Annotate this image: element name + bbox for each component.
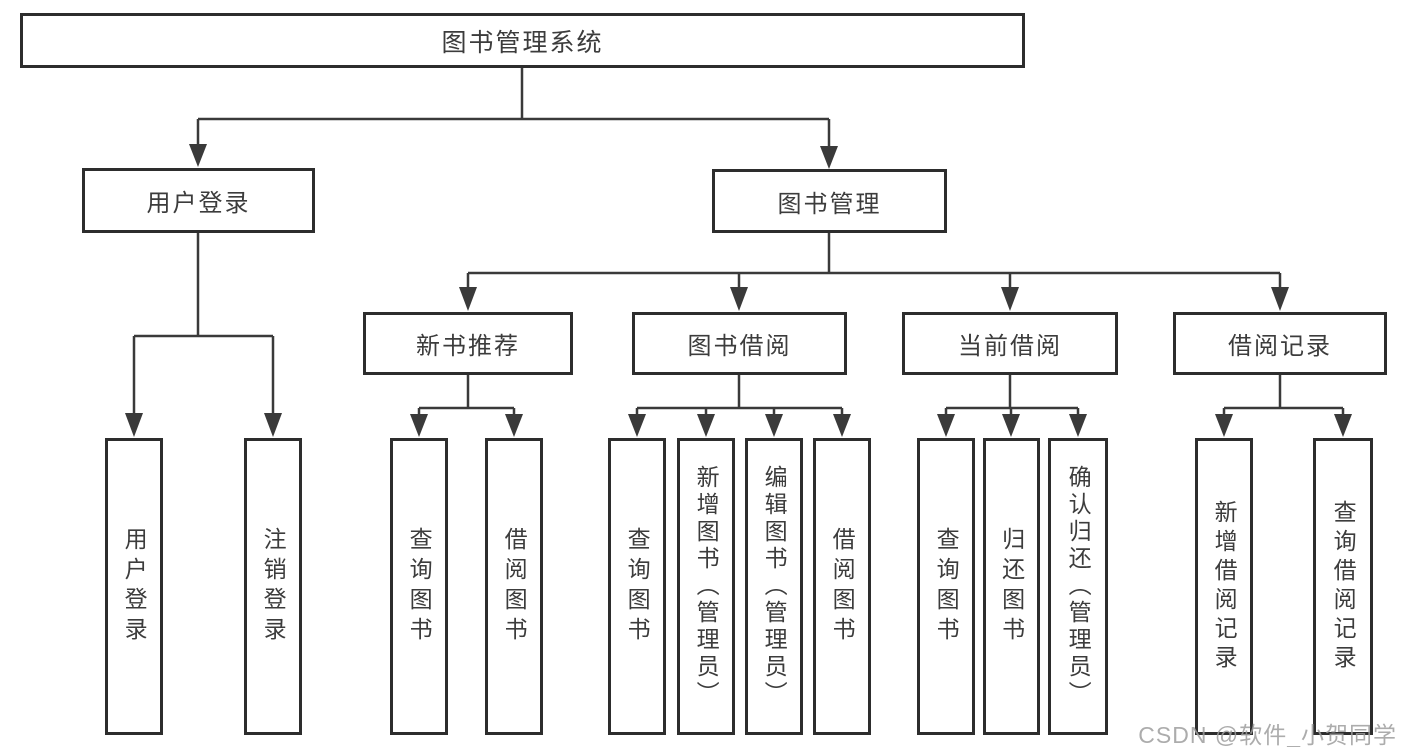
connector-root-to-level2 [196,68,831,147]
leaf-query-books-current-label: 查询图书 [933,526,960,647]
leaf-add-book-admin-label: 新增图书（管理员） [693,465,720,708]
leaf-edit-book-admin: 编辑图书（管理员） [745,438,803,735]
leaf-borrow-books-recommend: 借阅图书 [485,438,543,735]
node-root: 图书管理系统 [20,13,1025,68]
node-current-borrowing: 当前借阅 [902,312,1118,375]
leaf-query-books-current: 查询图书 [917,438,975,735]
node-borrowing-records-label: 借阅记录 [1228,333,1332,360]
connector-currentborrow-to-leaves [944,375,1080,415]
connector-bookborrow-to-leaves [635,375,844,415]
connector-borrowrecord-to-leaves [1222,375,1345,415]
leaf-query-borrow-record: 查询借阅记录 [1313,438,1373,735]
node-book-management: 图书管理 [712,169,947,233]
node-user-login-label: 用户登录 [146,190,251,217]
leaf-edit-book-admin-label: 编辑图书（管理员） [761,465,788,708]
leaf-logout-label: 注销登录 [260,526,287,647]
leaf-return-books: 归还图书 [983,438,1040,735]
leaf-query-books-recommend: 查询图书 [390,438,448,735]
leaf-add-borrow-record-label: 新增借阅记录 [1211,499,1238,674]
leaf-user-login: 用户登录 [105,438,163,735]
leaf-user-login-label: 用户登录 [121,526,148,647]
node-new-book-recommendation-label: 新书推荐 [416,333,520,360]
node-current-borrowing-label: 当前借阅 [958,333,1062,360]
node-new-book-recommendation: 新书推荐 [363,312,573,375]
leaf-add-book-admin: 新增图书（管理员） [677,438,735,735]
leaf-add-borrow-record: 新增借阅记录 [1195,438,1253,735]
leaf-query-books-borrow-label: 查询图书 [624,526,651,647]
leaf-query-books-recommend-label: 查询图书 [406,526,433,647]
node-root-label: 图书管理系统 [441,28,604,57]
leaf-borrow-books-recommend-label: 借阅图书 [501,526,528,647]
leaf-borrow-books-borrow-label: 借阅图书 [829,526,856,647]
node-book-management-label: 图书管理 [777,190,882,218]
node-book-borrowing: 图书借阅 [632,312,847,375]
connector-bookmgmt-to-level3 [466,233,1282,288]
node-book-borrowing-label: 图书借阅 [687,333,792,360]
leaf-logout: 注销登录 [244,438,302,735]
connector-userlogin-to-leaves [132,233,275,414]
leaf-query-borrow-record-label: 查询借阅记录 [1330,499,1357,674]
leaf-borrow-books-borrow: 借阅图书 [813,438,871,735]
connector-newbook-to-leaves [417,375,516,415]
leaf-return-books-label: 归还图书 [998,526,1025,647]
leaf-query-books-borrow: 查询图书 [608,438,666,735]
leaf-confirm-return-admin: 确认归还（管理员） [1048,438,1108,735]
leaf-confirm-return-admin-label: 确认归还（管理员） [1065,465,1092,708]
node-borrowing-records: 借阅记录 [1173,312,1387,375]
csdn-watermark: CSDN @软件_小贺同学 [1138,722,1397,747]
node-user-login: 用户登录 [82,168,315,233]
